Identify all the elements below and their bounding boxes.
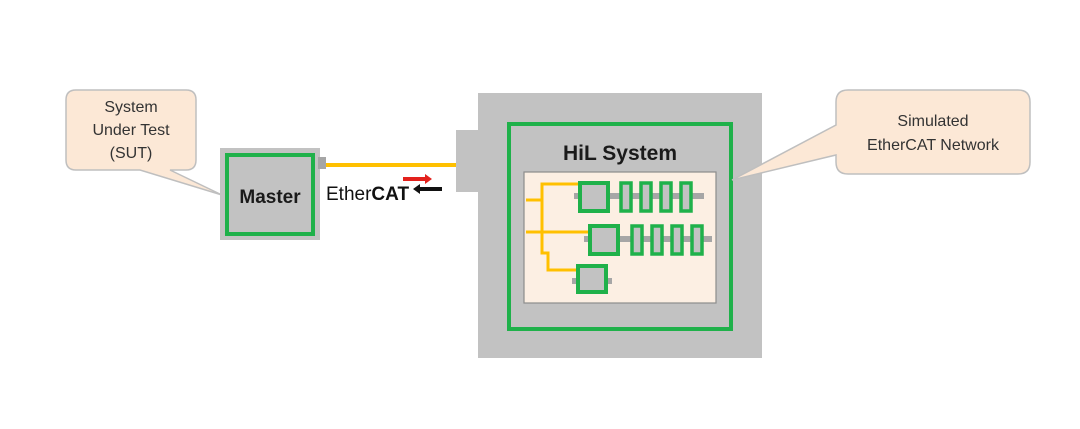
- sut-callout-bubble: [65, 89, 223, 196]
- ethercat-arrow-left-icon: [413, 184, 442, 194]
- hil-green-frame: [507, 122, 733, 331]
- chain-2-slave-2: [650, 224, 664, 256]
- sut-callout-line-1: System: [104, 99, 157, 116]
- network-callout: Simulated EtherCAT Network: [731, 89, 1031, 181]
- network-callout-line-1: Simulated: [897, 113, 968, 130]
- master-green-frame: [225, 153, 315, 236]
- chain-2-main-device: [588, 224, 620, 256]
- network-callout-line-2: EtherCAT Network: [867, 137, 1000, 154]
- simulated-network-panel: [523, 171, 717, 304]
- device-chain-3: [572, 264, 612, 294]
- device-chain-2: [584, 224, 712, 256]
- chain-2-slave-1: [630, 224, 644, 256]
- master-port: [318, 157, 326, 169]
- chain-2-bus: [584, 236, 712, 242]
- sut-callout: System Under Test (SUT): [65, 89, 223, 196]
- chain-3-main-device: [576, 264, 608, 294]
- ethercat-logo-suffix: CAT: [371, 184, 409, 205]
- chain-1-slave-3: [659, 181, 673, 213]
- chain-1-slave-1: [619, 181, 633, 213]
- master-box: Master: [220, 148, 326, 240]
- ethercat-logo: EtherCAT: [326, 174, 442, 205]
- chain-1-slave-2: [639, 181, 653, 213]
- master-outer-box: [220, 148, 320, 240]
- ethercat-logo-prefix: Ether: [326, 184, 372, 205]
- sut-callout-line-3: (SUT): [110, 145, 153, 162]
- sut-callout-line-2: Under Test: [92, 122, 170, 139]
- hil-connector: [456, 130, 482, 192]
- chain-1-main-device: [578, 181, 610, 213]
- chain-1-bus: [574, 193, 704, 199]
- hil-title: HiL System: [563, 142, 677, 165]
- chain-2-slave-3: [670, 224, 684, 256]
- ethercat-arrow-right-icon: [403, 174, 432, 184]
- chain-1-slave-4: [679, 181, 693, 213]
- master-label: Master: [239, 187, 301, 208]
- ethercat-logo-text: EtherCAT: [326, 184, 409, 205]
- network-wiring: [526, 182, 588, 272]
- network-callout-bubble: [731, 89, 1031, 181]
- device-chain-1: [574, 181, 704, 213]
- chain-2-slave-4: [690, 224, 704, 256]
